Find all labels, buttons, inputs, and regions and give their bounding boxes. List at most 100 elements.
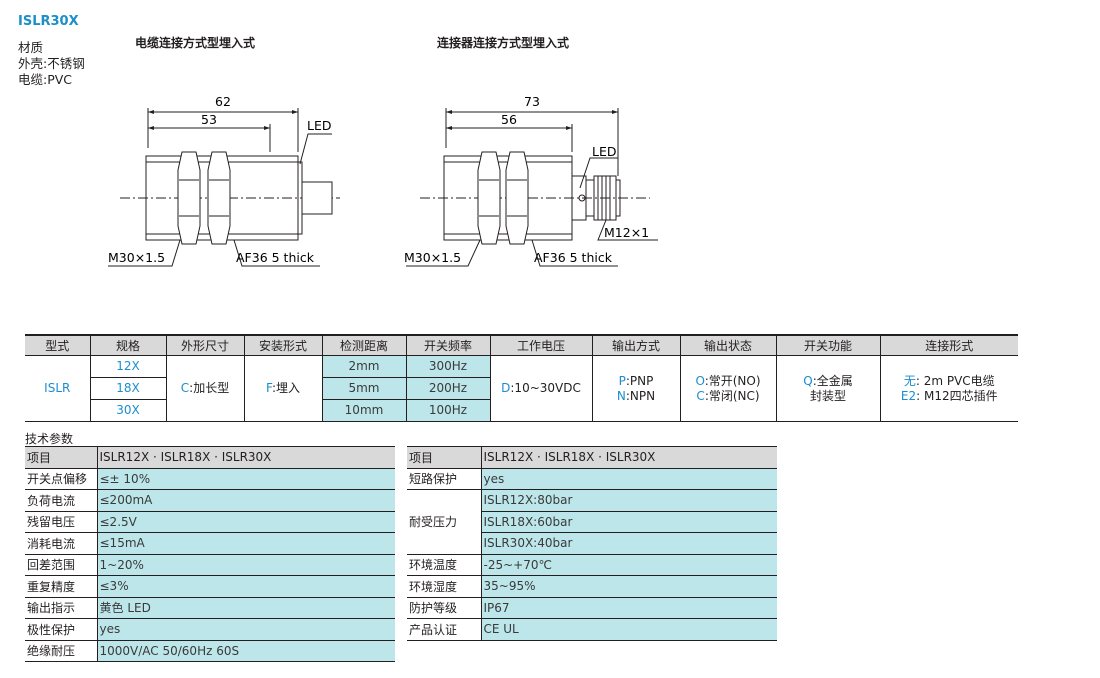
connector-led-label: LED <box>592 144 617 159</box>
material-label: 材质 <box>18 40 44 55</box>
spec-value: ≤15mA <box>97 532 395 555</box>
spec-row: 消耗电流≤15mA <box>25 532 395 555</box>
order-frequency: 300Hz <box>405 355 490 378</box>
connector-dim-overall: 73 <box>524 94 540 109</box>
spec-key: 极性保护 <box>25 618 98 641</box>
order-header: 安装形式 <box>243 334 322 356</box>
material-shell: 外壳:不锈钢 <box>18 56 85 71</box>
spec-row: 开关点偏移≤± 10% <box>25 468 395 490</box>
order-shape: C:加长型 <box>165 355 244 422</box>
order-header: 开关频率 <box>405 334 490 356</box>
order-header: 型式 <box>25 334 90 356</box>
spec-key: 输出指示 <box>25 597 98 619</box>
order-voltage: D:10~30VDC <box>489 355 592 422</box>
spec-key: 环境温度 <box>407 554 482 576</box>
spec-key: 防护等级 <box>407 597 482 619</box>
connector-type-drawing: 73 56 LED M12×1 M30×1.5 AF36 5 thick <box>404 94 658 267</box>
order-size: 18X <box>89 377 166 400</box>
spec-value: yes <box>481 468 777 490</box>
order-header: 外形尺寸 <box>165 334 244 356</box>
order-type: ISLR <box>25 355 90 422</box>
cable-type-drawing: 62 53 LED M30×1.5 AF36 5 thick <box>108 94 340 267</box>
spec-value: ≤200mA <box>97 489 395 512</box>
spec-key: 产品认证 <box>407 618 482 641</box>
order-header: 开关功能 <box>775 334 880 356</box>
spec-key: 项目 <box>407 446 482 469</box>
connector-nut-label: AF36 5 thick <box>534 250 613 265</box>
spec-row: 环境温度-25~+70℃ <box>407 554 777 576</box>
order-header: 检测距离 <box>321 334 406 356</box>
cable-drawing-caption: 电缆连接方式型埋入式 <box>135 36 256 50</box>
material-cable: 电缆:PVC <box>18 72 73 87</box>
order-header-row: 型式 规格 外形尺寸 安装形式 检测距离 开关频率 工作电压 输出方式 输出状态… <box>25 334 1018 356</box>
order-output: P:PNP N:NPN <box>591 355 680 422</box>
spec-key: 重复精度 <box>25 575 98 598</box>
cable-thread-label: M30×1.5 <box>108 250 165 265</box>
order-distance: 5mm <box>321 377 406 400</box>
spec-key: 环境湿度 <box>407 575 482 598</box>
spec-value: 1~20% <box>97 554 395 576</box>
spec-value: ISLR12X:80bar <box>481 489 777 512</box>
spec-row: ISLR18X:60bar <box>407 511 777 533</box>
order-mount: F:埋入 <box>243 355 322 422</box>
order-header: 输出方式 <box>591 334 680 356</box>
order-frequency: 200Hz <box>405 377 490 400</box>
spec-value: -25~+70℃ <box>481 554 777 576</box>
order-row: 30X 10mm 100Hz <box>25 399 1018 422</box>
order-function: Q:全金属 封装型 <box>775 355 880 422</box>
spec-value: 黄色 LED <box>97 597 395 619</box>
spec-key: 消耗电流 <box>25 532 98 555</box>
spec-key: 项目 <box>25 446 98 469</box>
spec-value: yes <box>97 618 395 641</box>
connector-thread-label: M30×1.5 <box>404 250 461 265</box>
spec-value: 35~95% <box>481 575 777 598</box>
spec-value: ISLR18X:60bar <box>481 511 777 533</box>
spec-value: ISLR12X · ISLR18X · ISLR30X <box>97 446 395 469</box>
spec-key: 耐受压力 <box>407 489 482 555</box>
spec-row: 重复精度≤3% <box>25 575 395 598</box>
order-row: 18X 5mm 200Hz <box>25 377 1018 400</box>
order-code-table: 型式 规格 外形尺寸 安装形式 检测距离 开关频率 工作电压 输出方式 输出状态… <box>25 334 1018 422</box>
order-size: 30X <box>89 399 166 422</box>
spec-row: 输出指示黄色 LED <box>25 597 395 619</box>
spec-value: IP67 <box>481 597 777 619</box>
spec-value: ISLR12X · ISLR18X · ISLR30X <box>481 446 777 469</box>
order-state: O:常开(NO) C:常闭(NC) <box>679 355 776 422</box>
connector-dim-body: 56 <box>501 112 517 127</box>
spec-row: 负荷电流≤200mA <box>25 489 395 512</box>
spec-value: ISLR30X:40bar <box>481 532 777 555</box>
order-header: 连接形式 <box>879 334 1018 356</box>
cable-dim-body: 53 <box>201 112 217 127</box>
connector-drawing-caption: 连接器连接方式型埋入式 <box>437 36 570 50</box>
order-distance: 2mm <box>321 355 406 378</box>
spec-key: 残留电压 <box>25 511 98 533</box>
order-size: 12X <box>89 355 166 378</box>
spec-value: ≤± 10% <box>97 468 395 490</box>
spec-value: ≤3% <box>97 575 395 598</box>
order-row: ISLR 12X C:加长型 F:埋入 2mm 300Hz D:10~30VDC… <box>25 355 1018 422</box>
model-title: ISLR30X <box>18 14 79 29</box>
spec-row: 残留电压≤2.5V <box>25 511 395 533</box>
spec-key: 绝缘耐压 <box>25 640 98 662</box>
spec-key: 回差范围 <box>25 554 98 576</box>
cable-nut-label: AF36 5 thick <box>236 250 315 265</box>
cable-dim-overall: 62 <box>215 94 231 109</box>
spec-value: 1000V/AC 50/60Hz 60S <box>97 640 395 662</box>
spec-key: 负荷电流 <box>25 489 98 512</box>
spec-key: 短路保护 <box>407 468 482 490</box>
connector-m12-label: M12×1 <box>604 225 649 240</box>
spec-heading: 技术参数 <box>25 432 74 446</box>
spec-value: ≤2.5V <box>97 511 395 533</box>
order-distance: 10mm <box>321 399 406 422</box>
